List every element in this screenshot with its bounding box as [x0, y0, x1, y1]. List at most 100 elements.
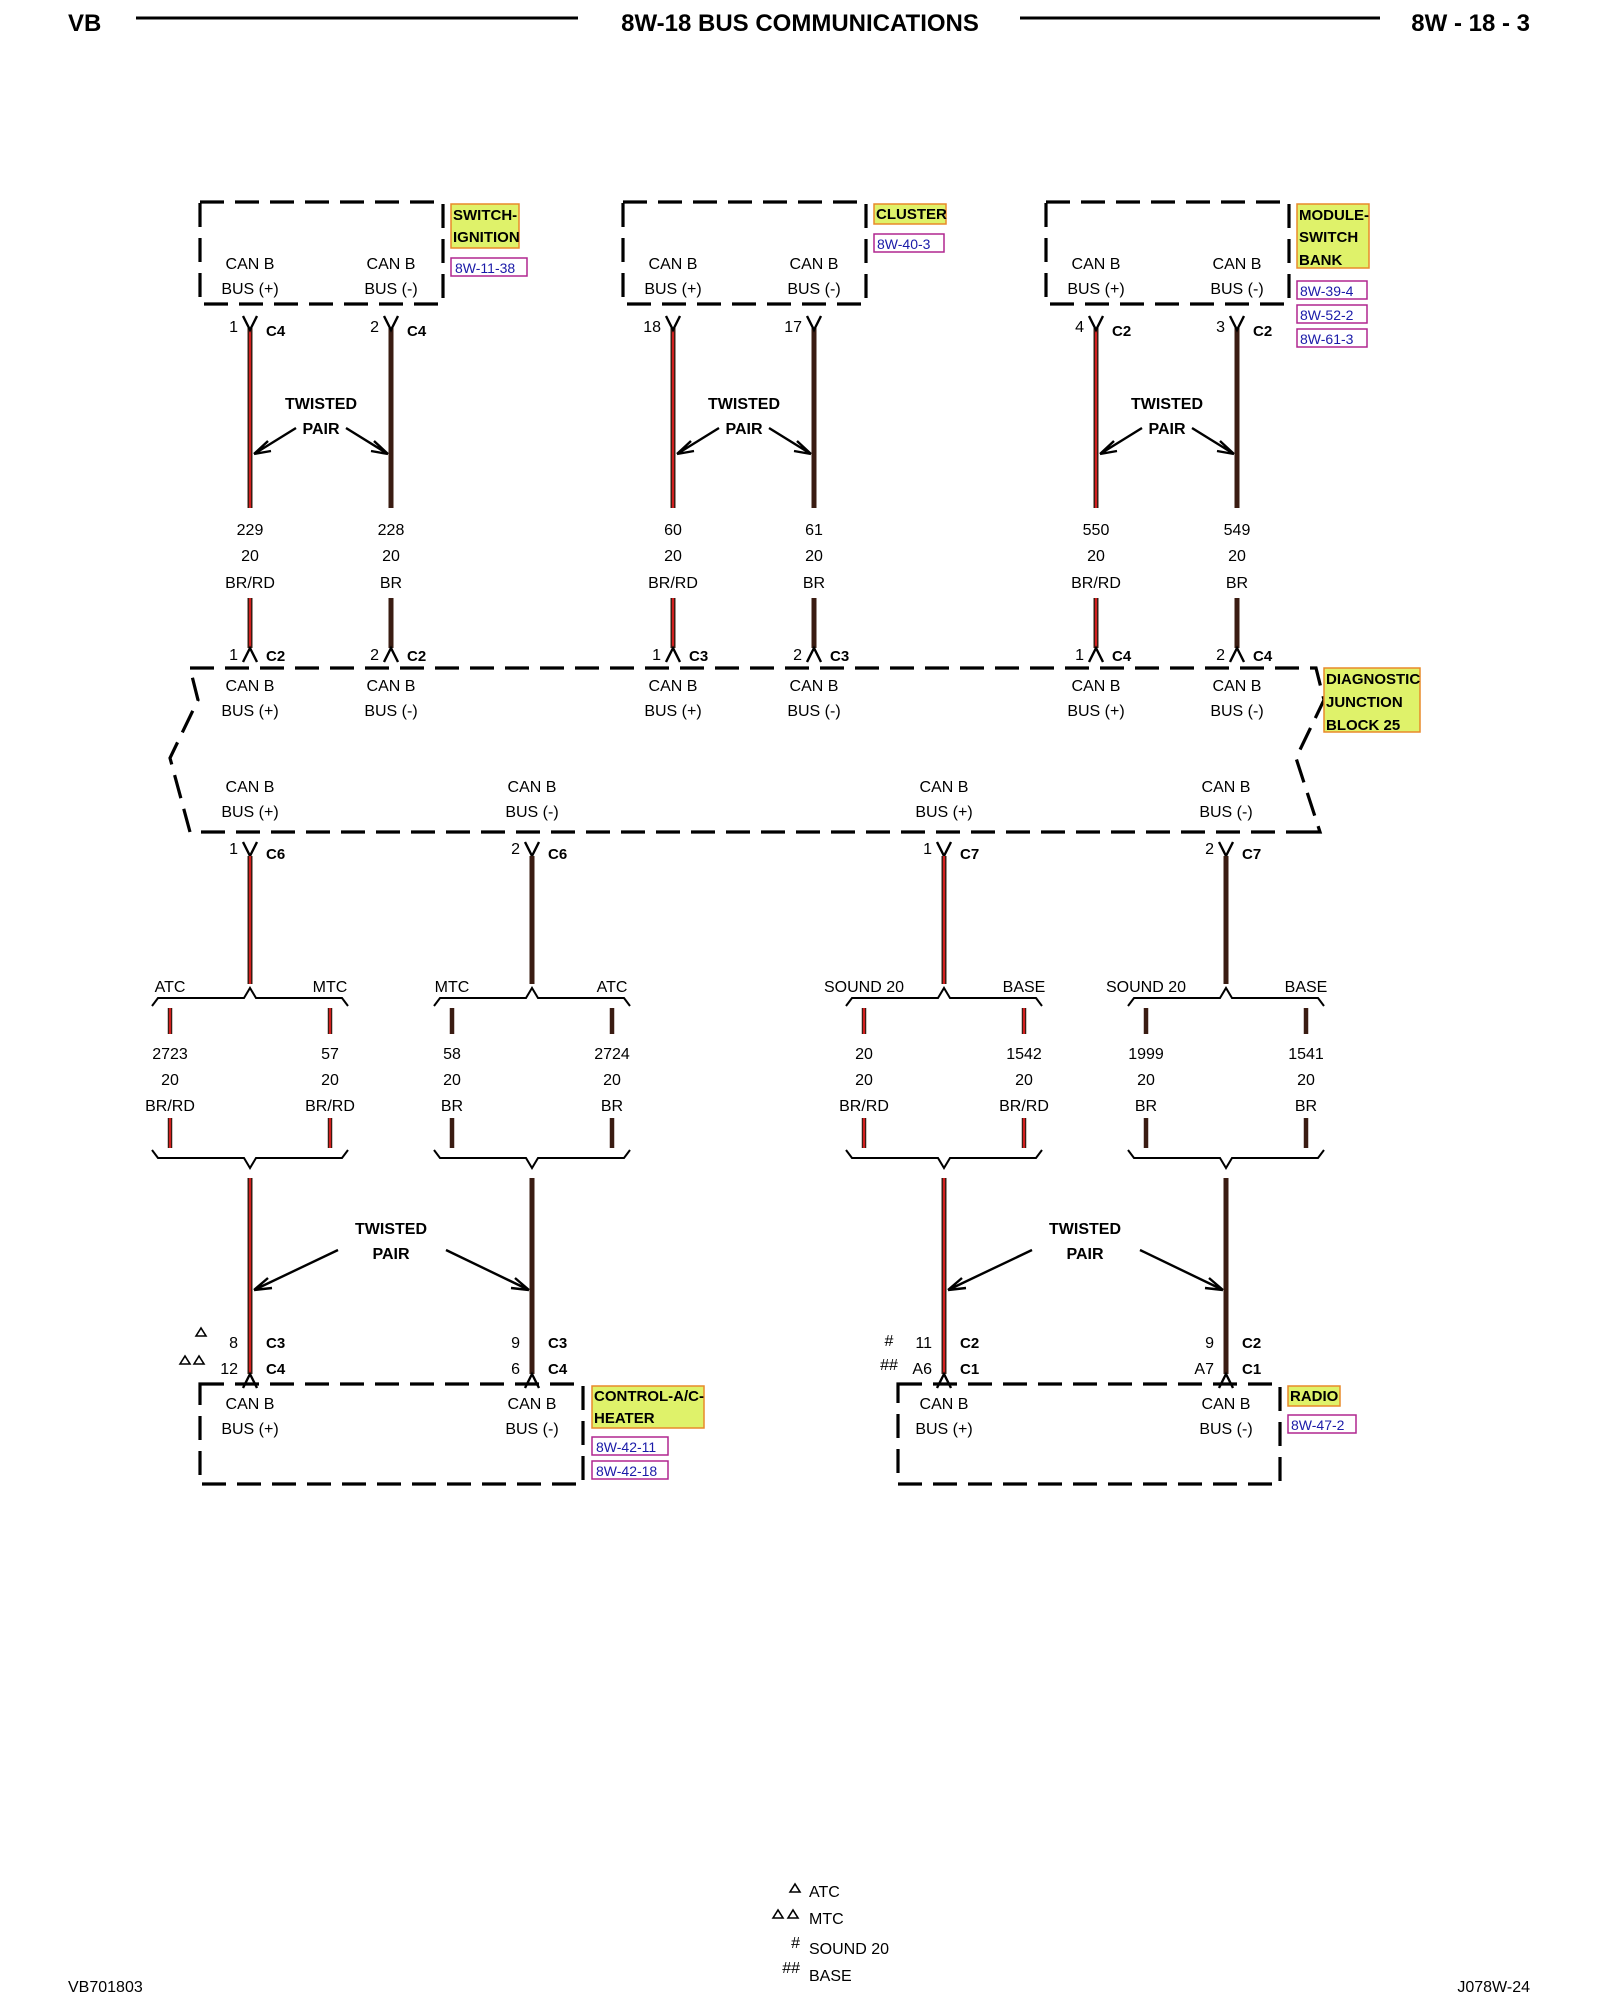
svg-text:BR/RD: BR/RD	[305, 1098, 355, 1115]
svg-text:C1: C1	[960, 1361, 979, 1378]
svg-text:BUS (+): BUS (+)	[221, 703, 278, 720]
svg-text:PAIR: PAIR	[1066, 1246, 1103, 1263]
svg-text:C4: C4	[266, 1361, 286, 1378]
svg-text:A7: A7	[1194, 1361, 1214, 1378]
svg-text:CAN B: CAN B	[790, 678, 839, 695]
svg-text:2723: 2723	[152, 1046, 188, 1063]
svg-text:BR/RD: BR/RD	[1071, 575, 1121, 592]
svg-text:2: 2	[793, 647, 802, 664]
svg-text:RADIO: RADIO	[1290, 1388, 1339, 1405]
bottom-trunk-wires	[241, 1178, 1235, 1389]
svg-text:C7: C7	[1242, 846, 1261, 863]
svg-text:60: 60	[664, 522, 682, 539]
svg-text:20: 20	[805, 548, 823, 565]
svg-text:BR: BR	[1295, 1098, 1317, 1115]
svg-text:BUS (-): BUS (-)	[1210, 281, 1263, 298]
svg-text:CAN B: CAN B	[1202, 1396, 1251, 1413]
ac-heater-refs[interactable]: 8W-42-11 8W-42-18	[591, 1436, 669, 1480]
radio-label: RADIO	[1287, 1385, 1341, 1407]
radio-ref[interactable]: 8W-47-2	[1287, 1414, 1357, 1434]
svg-text:CAN B: CAN B	[649, 678, 698, 695]
svg-text:TWISTED: TWISTED	[285, 396, 357, 413]
svg-text:549: 549	[1224, 522, 1251, 539]
junction-block-bottom-pins: CAN B BUS (+) CAN B BUS (-) CAN B BUS (+…	[221, 779, 1261, 863]
svg-text:CAN B: CAN B	[508, 779, 557, 796]
svg-text:6: 6	[511, 1361, 520, 1378]
bottom-pin-labels: 8 C3 12 C4 9 C3 6 C4 11 C2 A6 C1 9 C2 A7…	[220, 1335, 1261, 1378]
ignition-switch-ref[interactable]: 8W-11-38	[450, 257, 528, 277]
svg-text:C2: C2	[960, 1335, 979, 1352]
legend-double-triangle-icon	[771, 1908, 785, 1919]
svg-text:CAN B: CAN B	[508, 1396, 557, 1413]
svg-text:C3: C3	[548, 1335, 567, 1352]
svg-text:PAIR: PAIR	[1148, 421, 1185, 438]
ac-heater-box	[198, 1382, 585, 1486]
svg-text:8W-47-2: 8W-47-2	[1291, 1417, 1345, 1433]
svg-text:17: 17	[784, 319, 802, 336]
svg-text:20: 20	[664, 548, 682, 565]
single-hash-icon: #	[885, 1333, 894, 1350]
svg-text:BR/RD: BR/RD	[648, 575, 698, 592]
svg-text:C6: C6	[266, 846, 285, 863]
svg-text:C4: C4	[266, 323, 286, 340]
ac-heater-label: CONTROL-A/C- HEATER	[591, 1385, 705, 1429]
svg-text:3: 3	[1216, 319, 1225, 336]
cluster-ref[interactable]: 8W-40-3	[873, 233, 945, 253]
svg-text:BUS (+): BUS (+)	[644, 281, 701, 298]
svg-text:SOUND 20: SOUND 20	[1106, 979, 1186, 996]
svg-text:A6: A6	[912, 1361, 932, 1378]
svg-text:TWISTED: TWISTED	[1049, 1221, 1121, 1238]
svg-text:20: 20	[443, 1072, 461, 1089]
double-triangle-icon	[178, 1354, 206, 1365]
svg-text:C2: C2	[1253, 323, 1272, 340]
twisted-pair-label-3: TWISTED PAIR	[1099, 396, 1235, 456]
svg-text:CAN B: CAN B	[1072, 678, 1121, 695]
svg-text:BR/RD: BR/RD	[225, 575, 275, 592]
svg-text:C2: C2	[1242, 1335, 1261, 1352]
svg-text:20: 20	[855, 1046, 873, 1063]
svg-text:20: 20	[1297, 1072, 1315, 1089]
footer-right-code: J078W-24	[1457, 1979, 1530, 1996]
svg-text:11: 11	[915, 1335, 932, 1352]
svg-text:1: 1	[229, 319, 238, 336]
svg-text:C4: C4	[548, 1361, 568, 1378]
svg-text:CAN B: CAN B	[920, 1396, 969, 1413]
radio-box	[896, 1382, 1282, 1486]
svg-text:BUS (+): BUS (+)	[221, 281, 278, 298]
svg-text:C4: C4	[1112, 648, 1132, 665]
svg-text:C2: C2	[266, 648, 285, 665]
svg-text:BR: BR	[803, 575, 825, 592]
twisted-pair-label-5: TWISTED PAIR	[947, 1221, 1224, 1292]
svg-text:8W-39-4: 8W-39-4	[1300, 283, 1354, 299]
svg-text:ATC: ATC	[597, 979, 628, 996]
single-triangle-icon	[194, 1326, 208, 1337]
page-number: 8W - 18 - 3	[1411, 10, 1530, 37]
svg-text:C4: C4	[1253, 648, 1273, 665]
branch-variant-labels: ATC MTC MTC ATC SOUND 20 BASE SOUND 20 B…	[155, 979, 1328, 996]
svg-text:BUS (+): BUS (+)	[221, 1421, 278, 1438]
svg-text:BASE: BASE	[1003, 979, 1046, 996]
svg-text:TWISTED: TWISTED	[708, 396, 780, 413]
svg-text:9: 9	[1205, 1335, 1214, 1352]
svg-text:1: 1	[923, 841, 932, 858]
svg-text:C2: C2	[407, 648, 426, 665]
svg-text:20: 20	[1137, 1072, 1155, 1089]
svg-text:BANK: BANK	[1299, 252, 1342, 269]
svg-text:CAN B: CAN B	[1202, 779, 1251, 796]
svg-text:CAN B: CAN B	[790, 256, 839, 273]
svg-text:C3: C3	[689, 648, 708, 665]
svg-text:CLUSTER: CLUSTER	[876, 206, 947, 223]
svg-text:2: 2	[370, 647, 379, 664]
switch-bank-refs[interactable]: 8W-39-4 8W-52-2 8W-61-3	[1296, 280, 1368, 348]
svg-text:BR: BR	[601, 1098, 623, 1115]
svg-text:TWISTED: TWISTED	[1131, 396, 1203, 413]
legend-base: BASE	[809, 1968, 852, 1985]
svg-text:DIAGNOSTIC: DIAGNOSTIC	[1326, 671, 1420, 688]
svg-text:CONTROL-A/C-: CONTROL-A/C-	[594, 1388, 704, 1405]
svg-text:BR: BR	[1226, 575, 1248, 592]
svg-text:BUS (+): BUS (+)	[1067, 281, 1124, 298]
svg-text:BUS (-): BUS (-)	[505, 1421, 558, 1438]
page-title: 8W-18 BUS COMMUNICATIONS	[621, 10, 979, 37]
svg-text:229: 229	[237, 522, 264, 539]
